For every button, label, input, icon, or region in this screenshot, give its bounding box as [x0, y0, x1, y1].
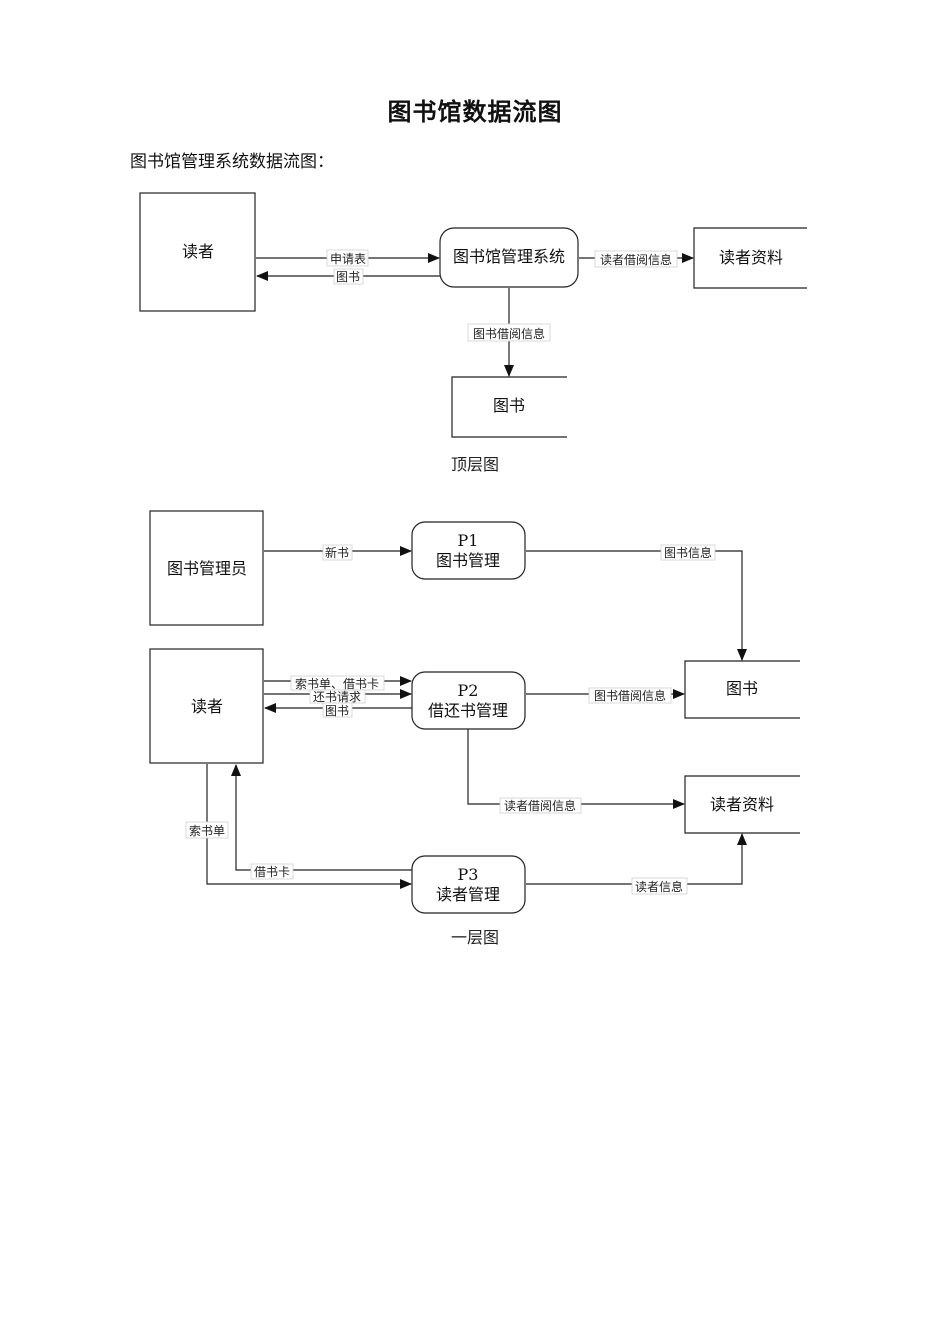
l1-librarian-label: 图书管理员	[167, 559, 247, 578]
top-book-borrow-label-bg	[467, 323, 551, 342]
l1-request-slip-label: 索书单	[189, 824, 225, 838]
l1-request-card-label: 索书单、借书卡	[295, 677, 379, 691]
l1-reader-data-label: 读者资料	[710, 795, 774, 814]
l1-request-slip-label-bg	[185, 821, 229, 839]
l1-library-card-label-bg	[250, 863, 294, 880]
top-reader-borrow-label-bg	[594, 250, 678, 268]
top-books-store	[451, 376, 567, 438]
l1-reader-borrow-label-bg	[499, 797, 582, 814]
l1-return-request-label: 还书请求	[313, 690, 361, 704]
top-book-borrow-label: 图书借阅信息	[473, 326, 545, 341]
top-reader-label: 读者	[182, 242, 214, 261]
l1-reader-info-label-bg	[631, 877, 688, 895]
l1-book-borrow-label: 图书借阅信息	[594, 688, 666, 703]
l1-reader-info-label: 读者信息	[635, 879, 683, 894]
l1-new-book-label: 新书	[325, 545, 349, 560]
top-level-diagram: 读者 图书馆管理系统 读者资料 图书 申请表 图书 读者借阅信息 图书借阅信息 …	[139, 192, 807, 474]
l1-reader-entity	[149, 648, 264, 764]
top-reader-data-label: 读者资料	[719, 248, 783, 267]
level-one-diagram: 图书管理员 读者 P1 图书管理 P2 借还书管理 P3 读者管理 图书 读者资…	[149, 510, 800, 947]
l1-p1-process	[411, 521, 526, 580]
l1-library-card-label: 借书卡	[254, 865, 290, 879]
l1-p3-process	[411, 855, 526, 914]
l1-books-label: 图书	[726, 679, 758, 698]
l1-library-card-arrow	[231, 764, 412, 871]
top-reader-data-store	[693, 227, 807, 289]
l1-reader-borrow-arrow	[467, 729, 685, 809]
l1-book-label-bg	[322, 702, 353, 718]
l1-p1-name: 图书管理	[436, 551, 500, 570]
top-level-caption: 顶层图	[451, 455, 499, 474]
l1-new-book-label-bg	[322, 544, 353, 561]
l1-book-info-label-bg	[660, 544, 716, 561]
l1-book-borrow-label-bg	[588, 687, 672, 704]
l1-librarian-entity	[149, 510, 264, 626]
top-application-label: 申请表	[330, 252, 366, 266]
l1-book-info-arrow	[526, 550, 747, 661]
l1-request-slip-arrow	[206, 764, 412, 889]
top-system-label: 图书馆管理系统	[453, 247, 565, 266]
top-reader-borrow-label: 读者借阅信息	[600, 252, 672, 267]
l1-book-label: 图书	[325, 704, 349, 718]
intro-text: 图书馆管理系统数据流图：	[130, 152, 334, 172]
level-one-caption: 一层图	[451, 928, 499, 947]
top-book-label-bg	[333, 268, 364, 285]
l1-reader-label: 读者	[191, 697, 223, 716]
l1-book-info-label: 图书信息	[664, 545, 712, 560]
l1-p1-id: P1	[458, 531, 479, 550]
l1-books-store	[684, 660, 800, 719]
top-reader-entity	[139, 192, 256, 312]
l1-reader-borrow-label: 读者借阅信息	[504, 798, 576, 813]
top-books-label: 图书	[493, 396, 525, 415]
page-title: 图书馆数据流图	[387, 98, 563, 126]
l1-p3-name: 读者管理	[436, 885, 500, 904]
top-system-process	[439, 227, 579, 288]
l1-p2-name: 借还书管理	[428, 701, 508, 720]
top-book-label: 图书	[336, 270, 360, 284]
l1-reader-info-arrow	[526, 833, 747, 885]
top-application-label-bg	[326, 249, 369, 267]
l1-p3-id: P3	[458, 865, 479, 884]
l1-p2-id: P2	[458, 681, 479, 700]
